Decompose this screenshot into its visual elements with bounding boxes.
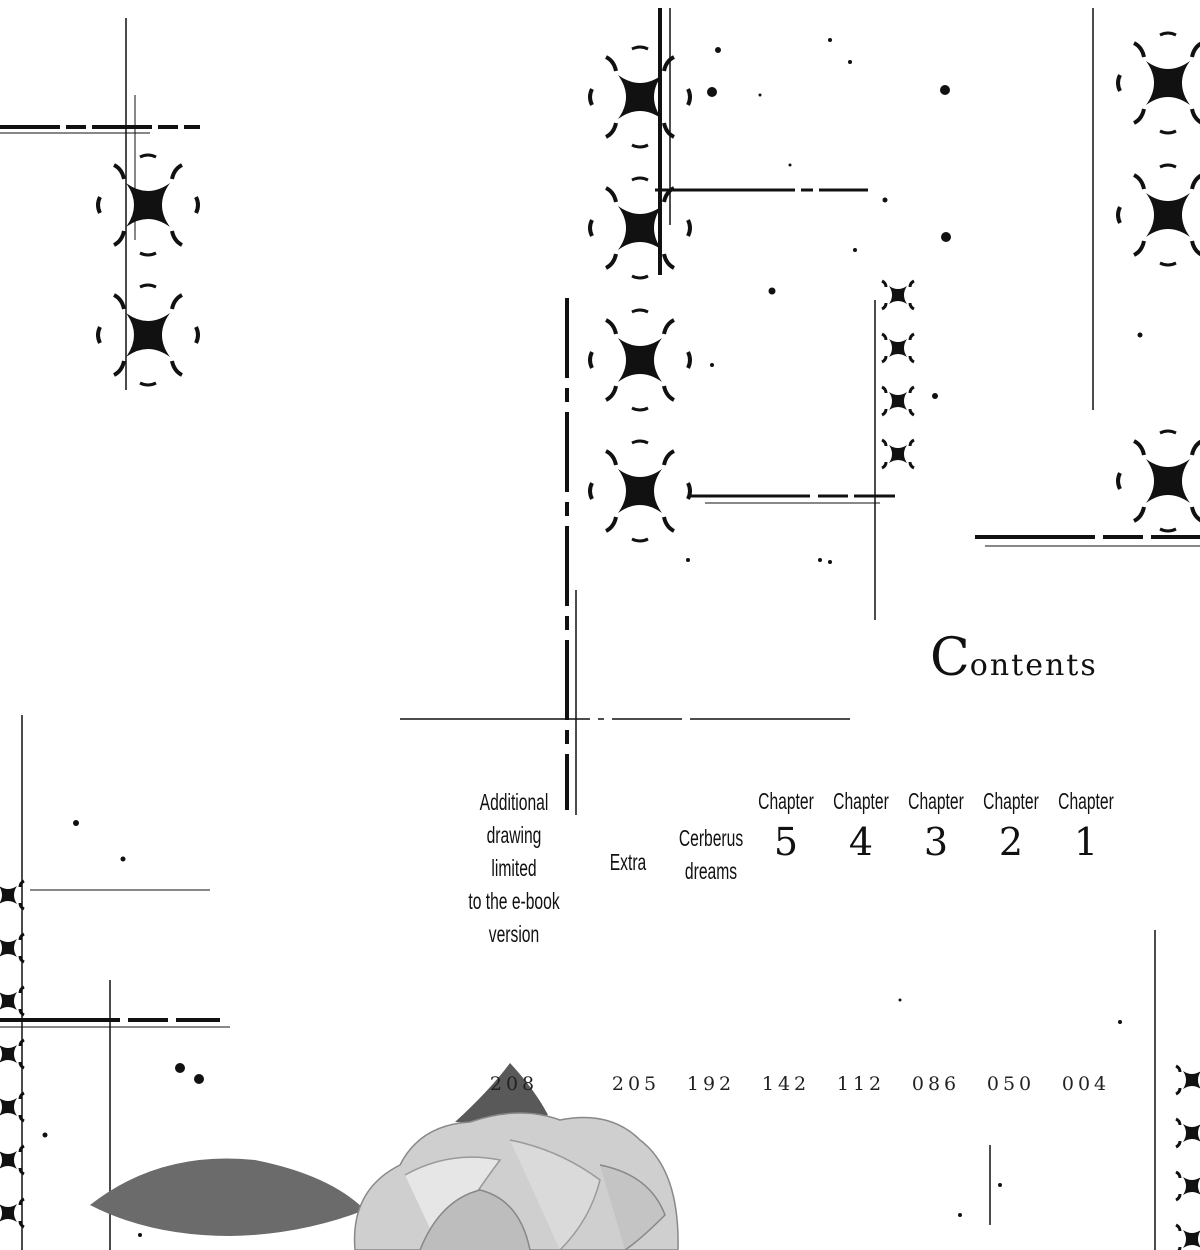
page-number-chapter-1: 004 bbox=[1061, 1073, 1111, 1095]
toc-entry-label: Chapter bbox=[983, 788, 1039, 814]
toc-entry-cerberus-dreams[interactable]: Cerberus dreams bbox=[656, 822, 766, 888]
toc-entry-label: Chapter bbox=[833, 788, 889, 814]
page-number-extra: 205 bbox=[611, 1073, 661, 1095]
toc-entry-number: 1 bbox=[1073, 820, 1099, 864]
toc-entry-extra[interactable]: Extra bbox=[573, 846, 683, 879]
toc-entry-label: Chapter bbox=[758, 788, 814, 814]
toc-entry-label: Chapter bbox=[908, 788, 964, 814]
toc-entry-chapter-4[interactable]: Chapter 4 bbox=[806, 785, 916, 864]
toc-entry-chapter-2[interactable]: Chapter 2 bbox=[956, 785, 1066, 864]
contents-title-initial: C bbox=[930, 628, 970, 688]
page-number-chapter-4: 112 bbox=[836, 1073, 886, 1095]
toc-entry-number: 2 bbox=[998, 820, 1024, 864]
page-number-cerberus-dreams: 192 bbox=[686, 1073, 736, 1095]
toc-entry-chapter-3[interactable]: Chapter 3 bbox=[881, 785, 991, 864]
toc-entry-label: Additional drawing limited to the e-book… bbox=[468, 789, 560, 947]
page-number-additional-drawing: 208 bbox=[489, 1073, 539, 1095]
toc-entry-number: 4 bbox=[848, 820, 874, 864]
toc-entry-number: 3 bbox=[923, 820, 949, 864]
toc-entry-additional-drawing[interactable]: Additional drawing limited to the e-book… bbox=[444, 786, 584, 951]
toc-entry-chapter-1[interactable]: Chapter 1 bbox=[1031, 785, 1141, 864]
page-number-chapter-5: 142 bbox=[761, 1073, 811, 1095]
page-number-chapter-2: 050 bbox=[986, 1073, 1036, 1095]
toc-entry-label: Extra bbox=[609, 849, 647, 875]
page-number-chapter-3: 086 bbox=[911, 1073, 961, 1095]
toc-entry-number: 5 bbox=[773, 820, 799, 864]
toc-entry-label: Chapter bbox=[1058, 788, 1114, 814]
toc-entry-chapter-5[interactable]: Chapter 5 bbox=[731, 785, 841, 864]
toc-entry-label: Cerberus dreams bbox=[678, 825, 744, 884]
contents-title-rest: ontents bbox=[969, 648, 1098, 683]
contents-title: Contents bbox=[930, 628, 1130, 688]
